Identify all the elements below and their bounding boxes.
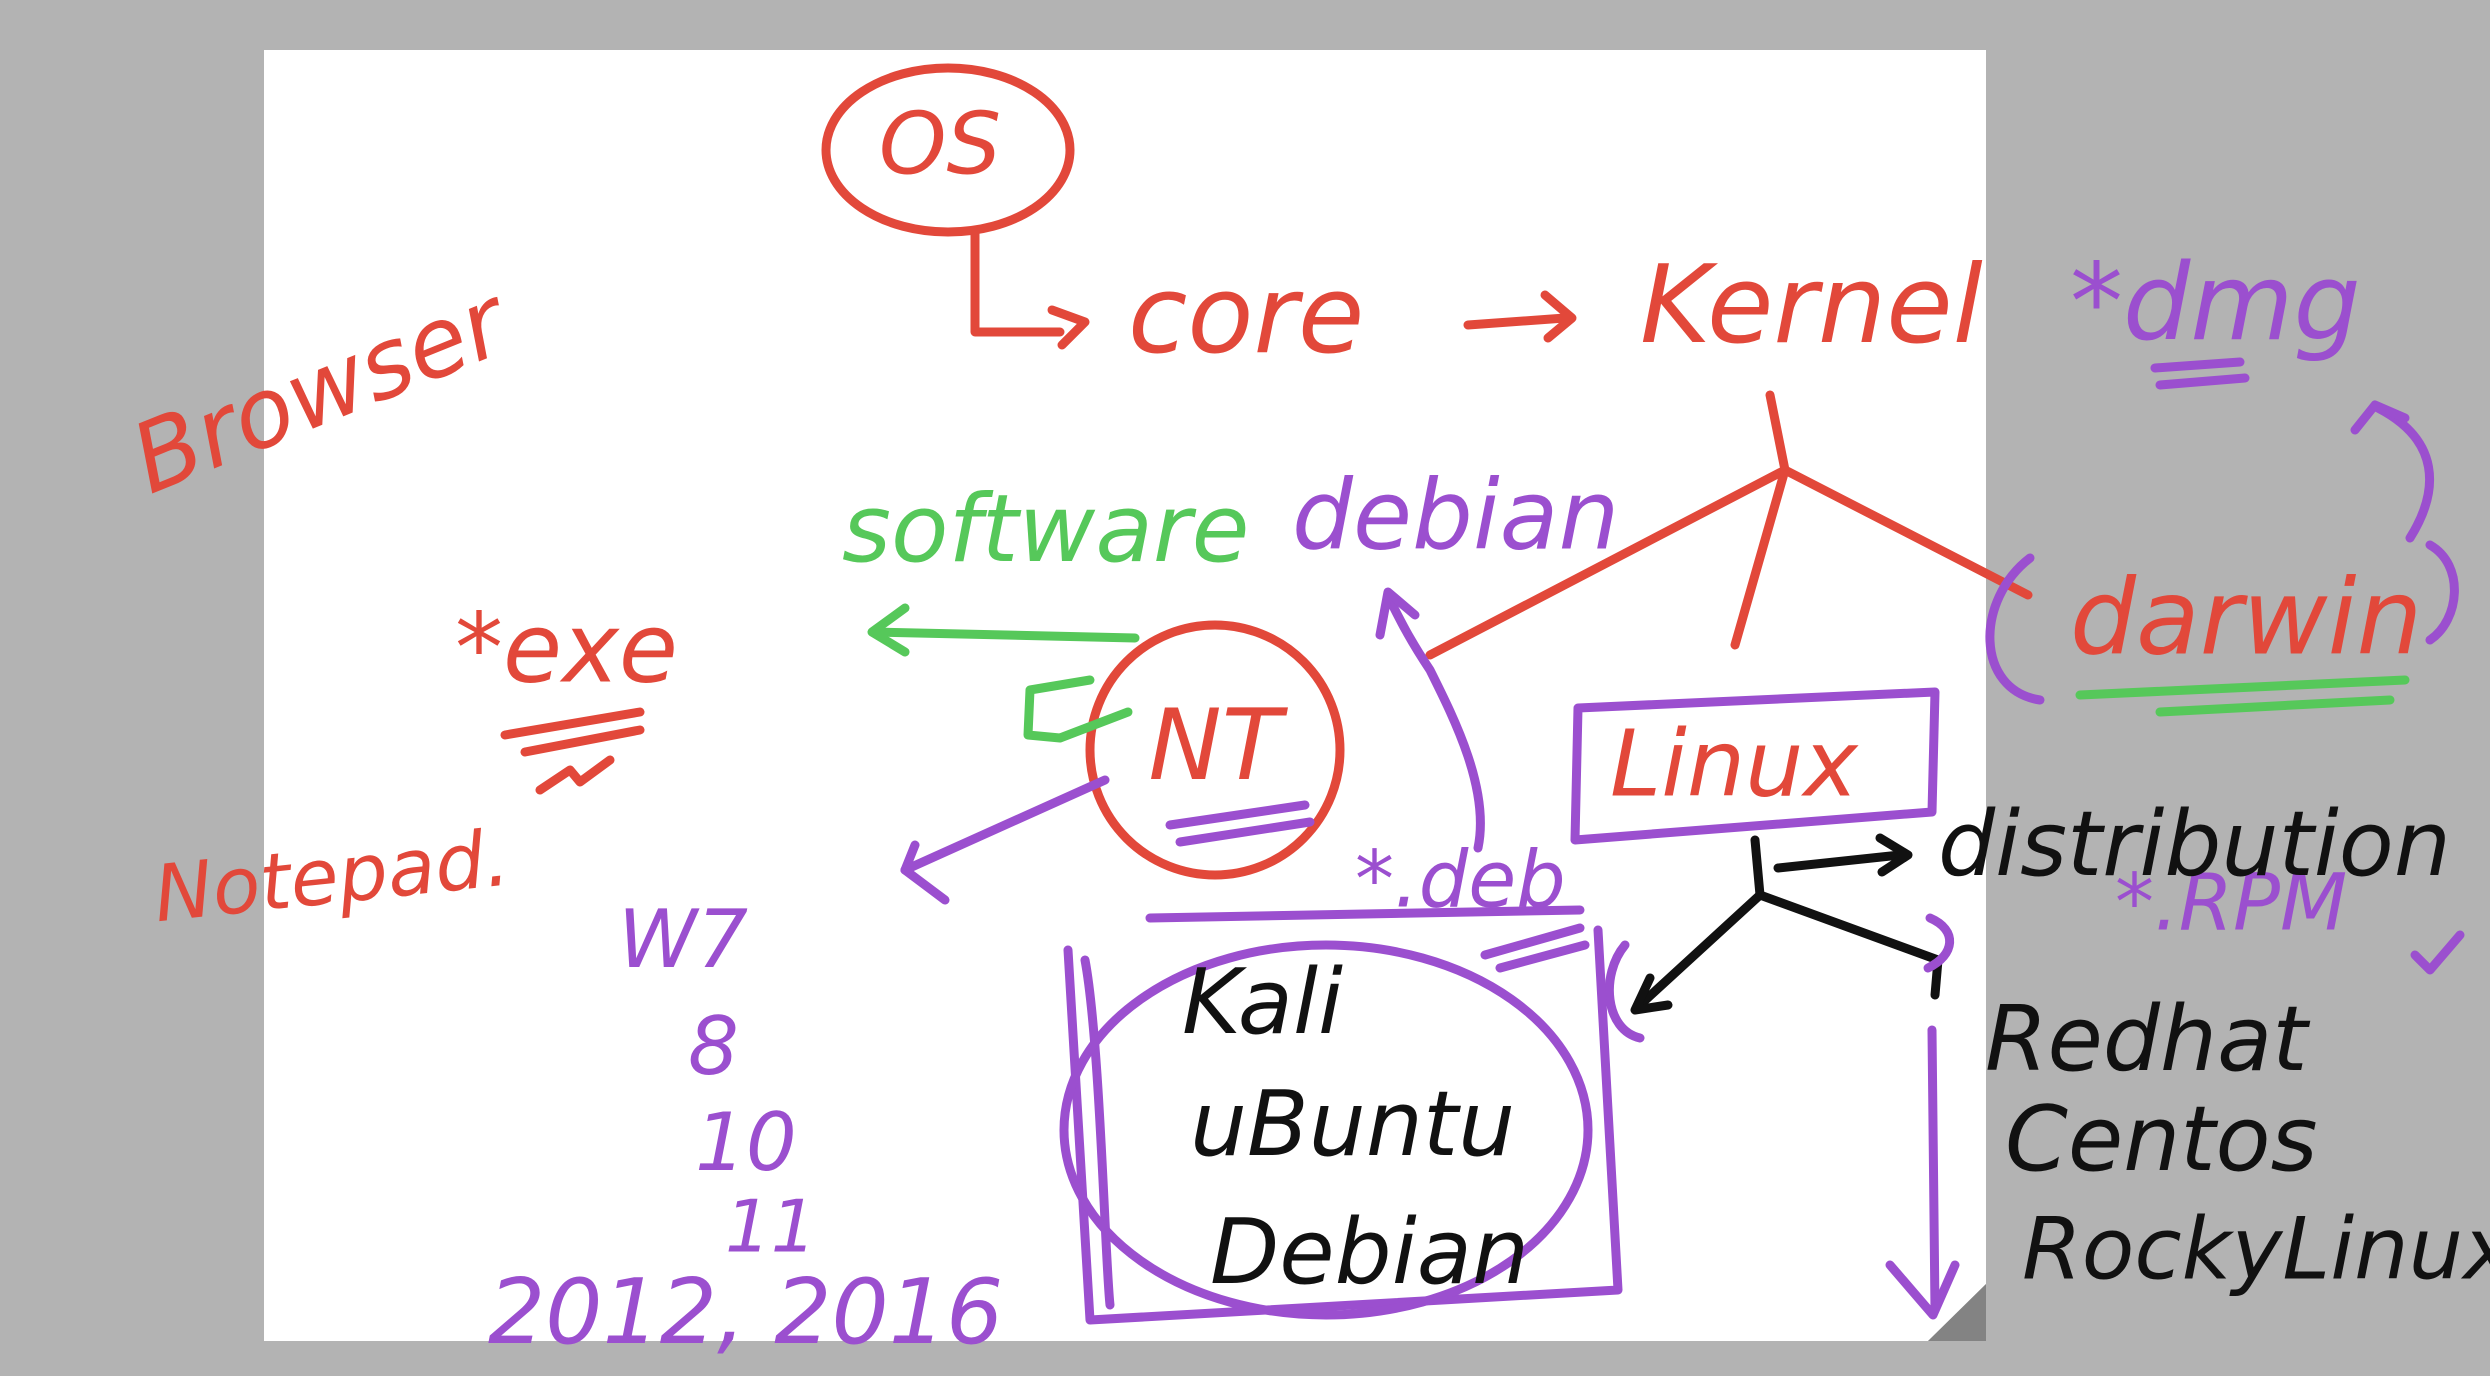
os-to-core-connector [970,227,1065,337]
win7-label: W7 [618,893,748,986]
linux-branch-left-arrowhead [1630,973,1673,1015]
kernel-stem [1765,390,1790,475]
nt-underline-2 [1175,817,1315,847]
debian-top-label: debian [1292,459,1619,571]
debian-bottom-label: Debian [1210,1200,1529,1305]
os-label: OS [879,94,1001,194]
nt-underline [1165,800,1310,830]
deb-to-debian-arrow [1385,595,1485,853]
nt-left-arrowhead [900,840,950,905]
linux-to-distribution-arrow [1773,850,1905,873]
os-oval [821,63,1075,237]
nt-left-arrow [900,775,1110,875]
kernel-branch-linux [1730,465,1790,650]
darwin-to-dmg-arrowhead [2350,400,2410,435]
rpm-checkmark [2410,930,2465,975]
debian-family-box [1063,925,1623,1325]
ubuntu-label: uBuntu [1190,1072,1515,1177]
whiteboard-canvas [264,50,1986,1341]
browser-label: Browser [117,263,527,515]
linux-label: Linux [1610,710,1859,817]
right-distro-down-arrowhead [1885,1260,1960,1320]
kernel-branch-nt [1425,465,1790,660]
redhat-label: Redhat [1985,987,2311,1092]
darwin-to-dmg-arrow [2373,403,2435,543]
core-to-kernel-arrow [1463,313,1570,330]
core-label: core [1128,253,1364,378]
rpm-label: *.RPM [2115,858,2347,948]
page-curl-icon [1928,1284,1986,1341]
dmg-underline [2150,357,2245,373]
dmg-label: *dmg [2070,241,2361,364]
debian-family-box-inner [1080,955,1115,1310]
win10-label: 10 [695,1096,797,1189]
exe-underline [500,707,645,740]
nt-circle [1085,620,1345,880]
darwin-underline-2 [2155,695,2395,717]
kernel-label: Kernel [1640,243,1983,368]
dmg-underline-2 [2155,373,2250,390]
notepad-label: Notepad. [150,814,514,941]
win-server-label: 2012, 2016 [488,1260,1003,1365]
kali-label: Kali [1182,950,1343,1055]
linux-branch-left [1635,890,1765,1010]
right-distro-bracket [1923,913,1955,973]
kernel-branch-darwin [1780,465,2033,600]
distribution-label: distribution [1938,792,2451,897]
centos-label: Centos [2005,1087,2318,1192]
core-to-kernel-arrowhead [1540,290,1577,343]
rockylinux-label: RockyLinux [2022,1199,2490,1299]
linux-branch-right [1755,890,1943,965]
software-arrowhead [867,603,910,657]
left-distro-bracket [1604,940,1645,1043]
software-label: software [842,475,1249,584]
darwin-underline [2075,675,2410,700]
exe-label: *exe [455,592,678,704]
darwin-open-bracket [1985,553,2045,705]
deb-label: *.deb [1355,835,1566,925]
nt-label: NT [1148,689,1288,803]
right-distro-down-arrow [1927,1025,1940,1315]
software-arrow [870,627,1140,643]
linux-to-distribution-arrowhead [1875,833,1913,877]
deb-to-debian-arrowhead [1375,587,1420,640]
linux-stem [1750,835,1765,900]
linux-box [1570,687,1940,845]
debian-family-oval [1059,940,1593,1320]
exe-underline-2 [520,725,645,757]
darwin-close-bracket [2425,540,2459,645]
win8-label: 8 [688,1000,739,1093]
software-hook [1023,675,1133,743]
deb-top-line [1145,905,1585,923]
os-to-core-arrowhead [1047,305,1090,350]
exe-squiggle [535,755,615,795]
win11-label: 11 [725,1185,817,1269]
darwin-label: darwin [2070,556,2422,678]
deb-underline-2 [1495,940,1590,973]
deb-underline [1480,923,1585,960]
